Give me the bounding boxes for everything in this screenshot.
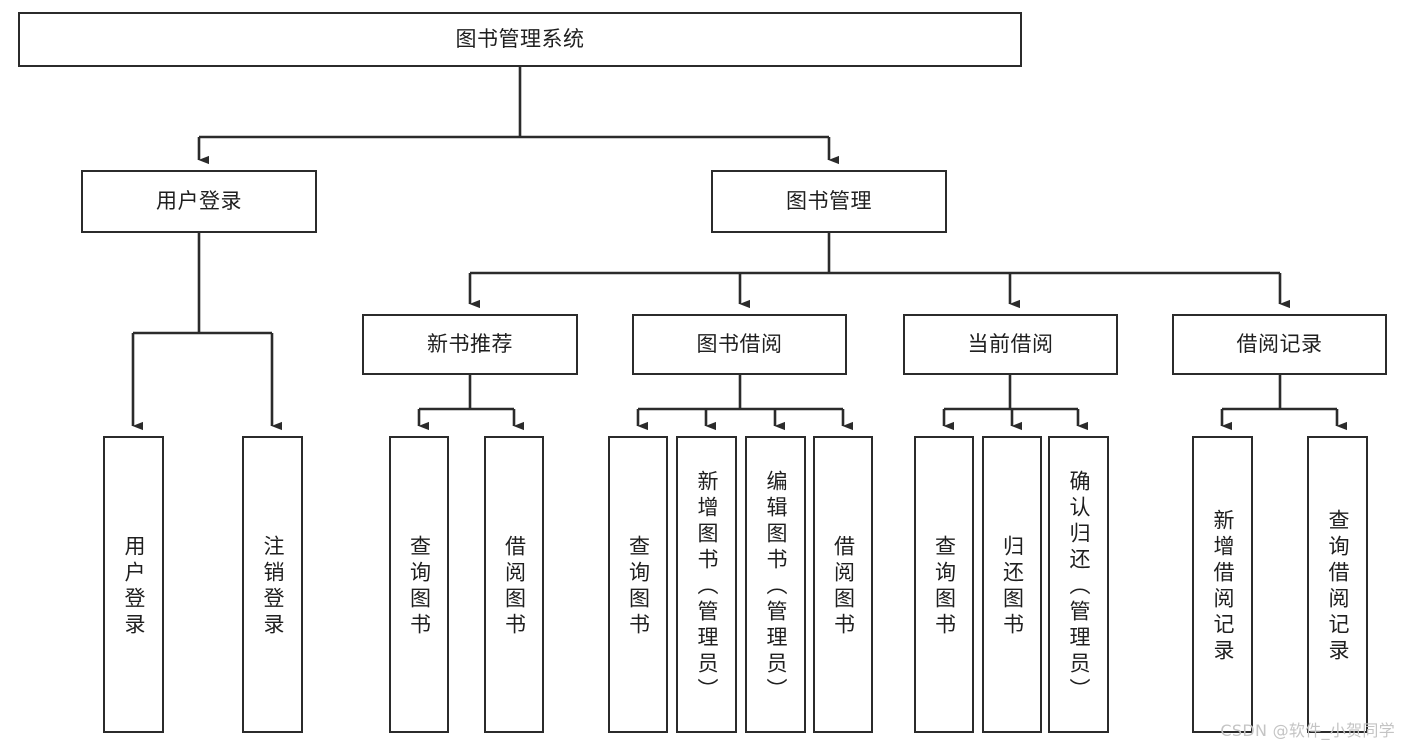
node-leaf-query-borrow-record-label: 查询借阅记录 xyxy=(1326,508,1350,665)
edges-borrowrecord-to-leaves xyxy=(1220,375,1348,431)
edges-bookborrow-to-leaves xyxy=(636,375,854,431)
node-leaf-borrow-book-label: 借阅图书 xyxy=(831,534,856,639)
node-leaf-query-book-current[interactable]: 查询图书 xyxy=(914,436,974,733)
node-book-borrow-label: 图书借阅 xyxy=(696,332,783,357)
node-leaf-confirm-return-admin-label: 确认归还（管理员） xyxy=(1067,469,1091,704)
node-leaf-user-login-label: 用户登录 xyxy=(122,534,146,639)
node-leaf-query-book-borrow-label: 查询图书 xyxy=(626,534,651,639)
node-leaf-borrow-book-recommend-label: 借阅图书 xyxy=(502,534,527,639)
edges-root-to-level2 xyxy=(197,67,840,165)
node-leaf-query-borrow-record[interactable]: 查询借阅记录 xyxy=(1307,436,1368,733)
node-leaf-logout-label: 注销登录 xyxy=(261,534,285,639)
node-leaf-query-book-recommend[interactable]: 查询图书 xyxy=(389,436,449,733)
node-book-borrow[interactable]: 图书借阅 xyxy=(632,314,847,375)
node-leaf-return-book-label: 归还图书 xyxy=(1000,534,1025,639)
node-leaf-query-book-borrow[interactable]: 查询图书 xyxy=(608,436,668,733)
node-borrow-record[interactable]: 借阅记录 xyxy=(1172,314,1387,375)
node-leaf-user-login[interactable]: 用户登录 xyxy=(103,436,164,733)
node-user-login-label: 用户登录 xyxy=(156,189,242,214)
edges-bookmanage-to-level3 xyxy=(468,233,1291,309)
node-book-manage[interactable]: 图书管理 xyxy=(711,170,947,233)
edges-currentborrow-to-leaves xyxy=(942,375,1089,431)
node-leaf-query-book-recommend-label: 查询图书 xyxy=(407,534,432,639)
node-leaf-add-borrow-record[interactable]: 新增借阅记录 xyxy=(1192,436,1253,733)
node-book-manage-label: 图书管理 xyxy=(786,189,872,214)
node-leaf-add-book-admin-label: 新增图书（管理员） xyxy=(695,469,719,704)
node-leaf-borrow-book-recommend[interactable]: 借阅图书 xyxy=(484,436,544,733)
node-leaf-edit-book-admin[interactable]: 编辑图书（管理员） xyxy=(745,436,806,733)
node-root-system[interactable]: 图书管理系统 xyxy=(18,12,1022,67)
node-root-label: 图书管理系统 xyxy=(455,27,585,52)
node-borrow-record-label: 借阅记录 xyxy=(1236,332,1323,357)
node-new-book-recommend-label: 新书推荐 xyxy=(427,332,513,357)
node-current-borrow-label: 当前借阅 xyxy=(967,332,1054,357)
node-leaf-add-book-admin[interactable]: 新增图书（管理员） xyxy=(676,436,737,733)
node-leaf-add-borrow-record-label: 新增借阅记录 xyxy=(1211,508,1235,665)
node-leaf-confirm-return-admin[interactable]: 确认归还（管理员） xyxy=(1048,436,1109,733)
node-leaf-logout[interactable]: 注销登录 xyxy=(242,436,303,733)
edges-newbook-to-leaves xyxy=(417,375,525,431)
node-leaf-edit-book-admin-label: 编辑图书（管理员） xyxy=(764,469,788,704)
node-leaf-borrow-book[interactable]: 借阅图书 xyxy=(813,436,873,733)
node-new-book-recommend[interactable]: 新书推荐 xyxy=(362,314,578,375)
node-current-borrow[interactable]: 当前借阅 xyxy=(903,314,1118,375)
edges-userlogin-to-leaves xyxy=(131,233,283,431)
node-leaf-query-book-current-label: 查询图书 xyxy=(932,534,957,639)
node-leaf-return-book[interactable]: 归还图书 xyxy=(982,436,1042,733)
node-user-login[interactable]: 用户登录 xyxy=(81,170,317,233)
